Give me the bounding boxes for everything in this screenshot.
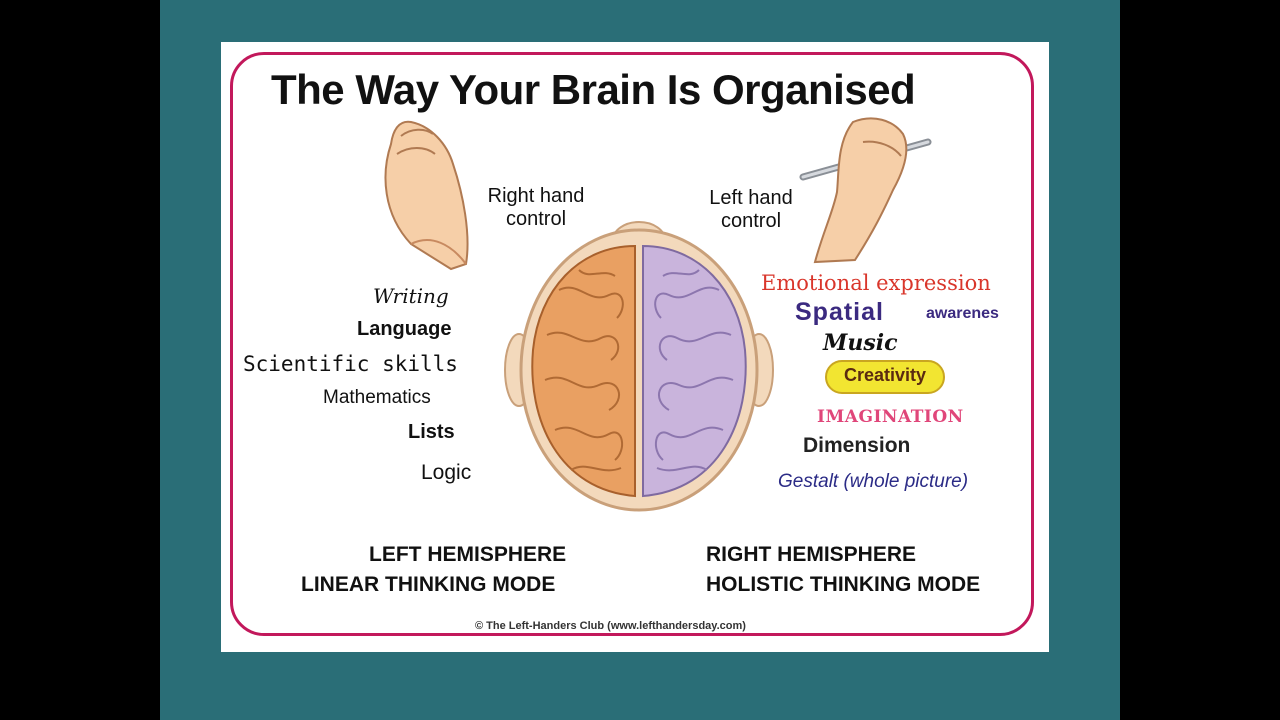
left-hand-label-line2: control: [720, 210, 782, 232]
right-hand-control-label: Right hand control: [471, 185, 601, 231]
function-writing: Writing: [373, 284, 449, 308]
function-language: Language: [357, 318, 452, 340]
slide-title: The Way Your Brain Is Organised: [271, 66, 916, 113]
right-hemisphere-label: RIGHT HEMISPHERE: [706, 543, 917, 566]
left-hemisphere-mode: LINEAR THINKING MODE: [301, 573, 556, 596]
slide-border: [230, 52, 1034, 636]
function-music: Music: [823, 330, 898, 356]
function-lists: Lists: [408, 421, 455, 443]
left-hand-label-line1: Left hand: [709, 187, 793, 209]
function-logic: Logic: [421, 461, 472, 484]
function-spatial-awareness: awarenes: [926, 305, 999, 322]
left-hand-control-label: Left hand control: [691, 187, 811, 233]
right-hand-label-line2: control: [505, 208, 567, 230]
credit-line: © The Left-Handers Club (www.lefthanders…: [475, 620, 746, 632]
creativity-badge: [825, 360, 945, 394]
function-emotional-expression: Emotional expression: [761, 271, 991, 295]
right-hemisphere-mode: HOLISTIC THINKING MODE: [706, 573, 981, 596]
right-hand-label-line1: Right hand: [487, 185, 585, 207]
right-hand-illustration: [384, 120, 469, 271]
left-hand-pen-illustration: [799, 117, 932, 264]
function-scientific-skills: Scientific skills: [243, 352, 458, 376]
function-gestalt: Gestalt (whole picture): [778, 471, 969, 492]
function-spatial: Spatial: [795, 298, 884, 326]
video-frame: The Way Your Brain Is Organised Right ha…: [160, 0, 1120, 720]
slide: The Way Your Brain Is Organised Right ha…: [221, 42, 1049, 652]
brain-illustration: [504, 221, 774, 512]
function-mathematics: Mathematics: [323, 387, 431, 408]
function-imagination: IMAGINATION: [817, 407, 964, 427]
left-hemisphere-label: LEFT HEMISPHERE: [369, 543, 567, 566]
function-dimension: Dimension: [803, 434, 911, 457]
function-creativity: Creativity: [843, 365, 927, 385]
